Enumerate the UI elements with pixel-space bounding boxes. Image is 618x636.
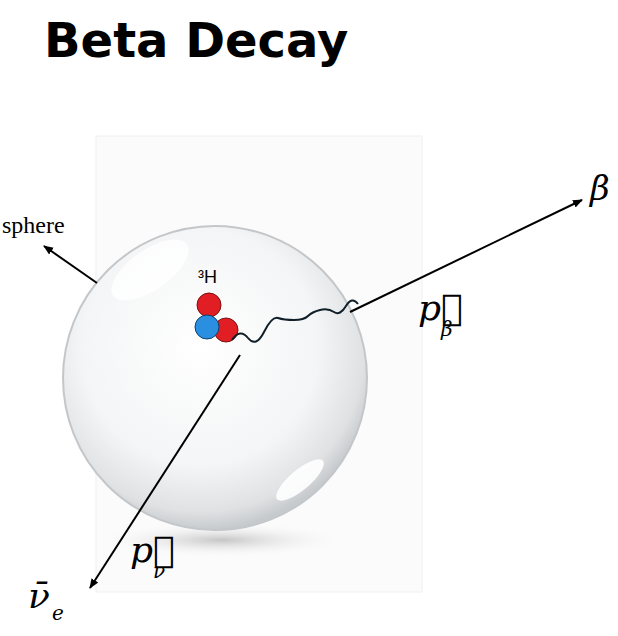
momentum-symbol: p⃗ [130,530,175,570]
particle-label: ν̄ [28,576,50,616]
particle-label: β [590,170,610,207]
momentum-symbol: p⃗ [418,288,463,328]
part-label: sphere [2,212,65,238]
momentum-subscript: ν [153,560,165,582]
diagram-title: Beta Decay [44,14,348,67]
momentum-subscript: β [441,318,453,340]
particle-subscript: e [52,602,64,624]
isotope-label: ³H [198,268,217,288]
